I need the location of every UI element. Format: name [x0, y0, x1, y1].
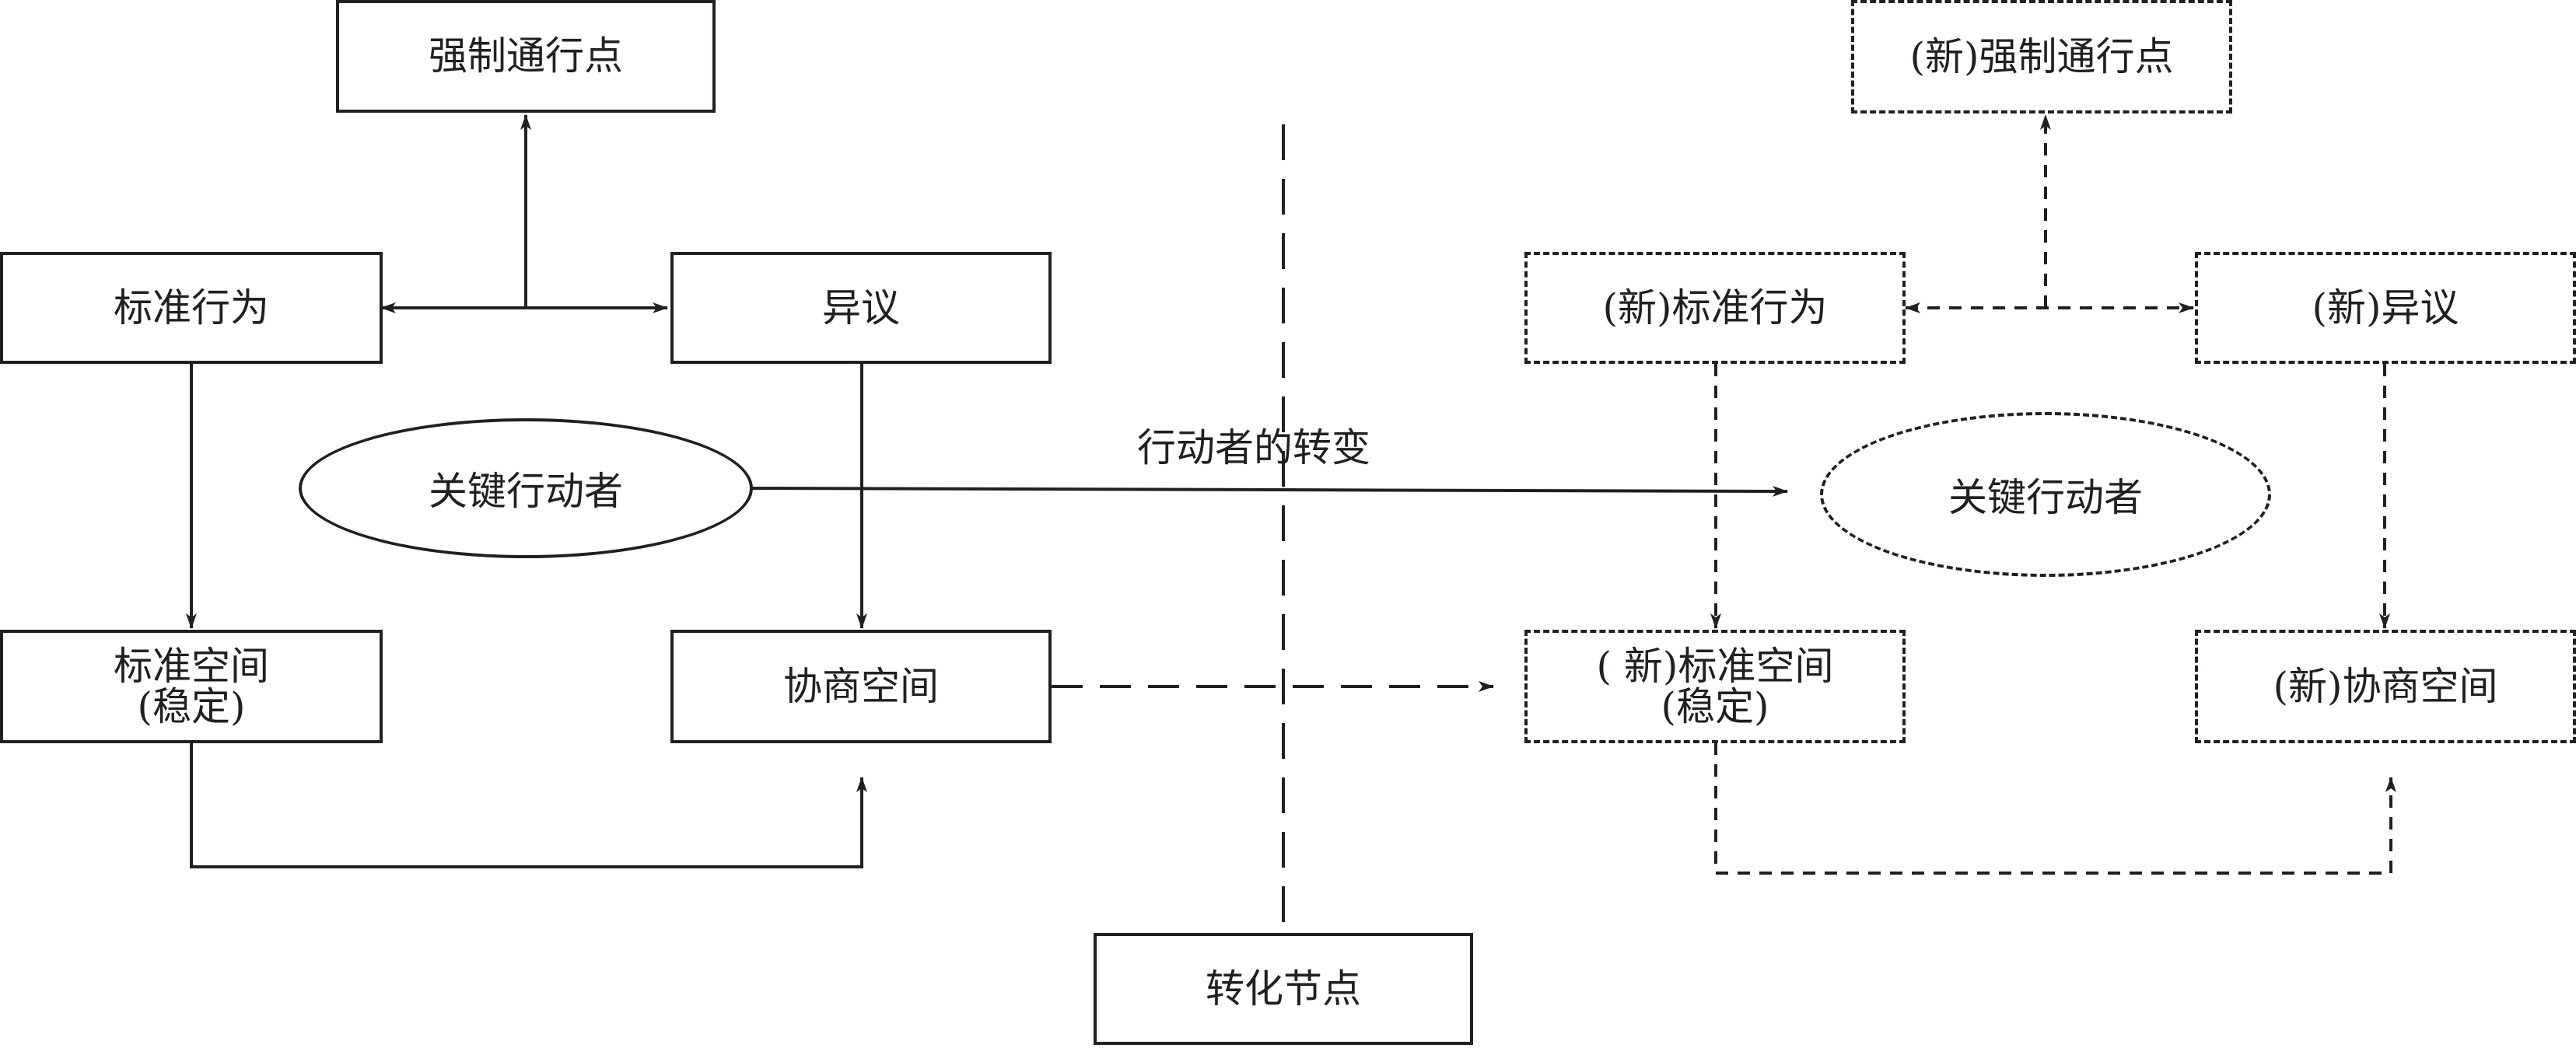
standard-space-box: 标准空间 (稳定)	[0, 630, 383, 743]
new-objection-box: (新)异议	[2195, 252, 2576, 364]
objection-box: 异议	[670, 252, 1052, 364]
new-negotiation-space-label: (新)协商空间	[2273, 663, 2498, 709]
edge-actor-shift	[751, 485, 1788, 497]
negotiation-space-box: 协商空间	[670, 630, 1052, 743]
new-standard-space-box: ( 新)标准空间 (稳定)	[1524, 630, 1906, 743]
new-standard-behavior-box: (新)标准行为	[1524, 252, 1906, 364]
new-standard-space-label: ( 新)标准空间	[1596, 643, 1834, 689]
opp-box: 强制通行点	[336, 0, 716, 113]
new-objection-label: (新)异议	[2312, 285, 2459, 330]
negotiation-space-label: 协商空间	[783, 663, 939, 709]
opp-label: 强制通行点	[429, 33, 623, 79]
edge-new-standard-space-to-negotiation	[1714, 742, 2396, 875]
new-standard-space-stable-label: (稳定)	[1661, 684, 1769, 729]
key-actor-ellipse: 关键行动者	[299, 418, 753, 558]
new-opp-label: (新)强制通行点	[1909, 33, 2174, 79]
key-actor-label: 关键行动者	[429, 469, 623, 514]
actor-shift-label: 行动者的转变	[1137, 425, 1370, 470]
new-key-actor-ellipse: 关键行动者	[1820, 412, 2271, 577]
objection-label: 异议	[822, 285, 900, 330]
new-key-actor-label: 关键行动者	[1948, 475, 2143, 520]
new-standard-behavior-label: (新)标准行为	[1602, 285, 1828, 330]
standard-behavior-box: 标准行为	[0, 252, 383, 364]
standard-space-label: 标准空间	[114, 643, 269, 689]
transition-node-box: 转化节点	[1094, 933, 1473, 1045]
transition-node-label: 转化节点	[1206, 966, 1361, 1011]
edge-standard-space-to-negotiation	[190, 742, 867, 868]
standard-space-stable-label: (稳定)	[137, 684, 246, 729]
new-opp-box: (新)强制通行点	[1851, 0, 2232, 114]
standard-behavior-label: 标准行为	[114, 285, 269, 330]
new-negotiation-space-box: (新)协商空间	[2195, 630, 2576, 743]
